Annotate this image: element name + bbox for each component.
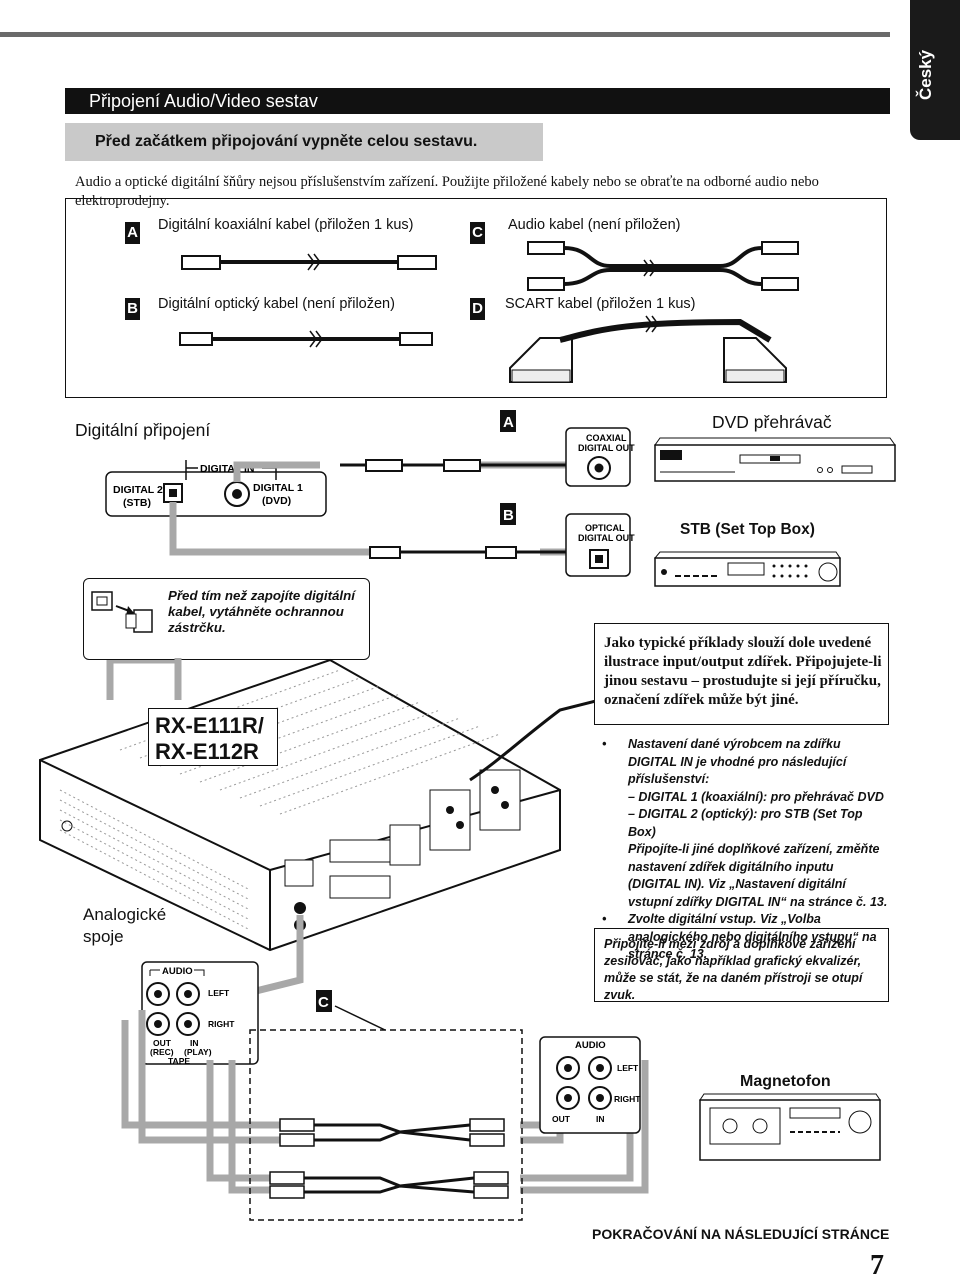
cable-c-label: Audio kabel (není přiložen) — [508, 217, 681, 233]
section-title-bar: Připojení Audio/Video sestav — [65, 88, 890, 114]
top-rule — [0, 32, 890, 37]
coaxial-cable-illustration — [181, 253, 437, 271]
digital2-label: DIGITAL 2 — [113, 484, 163, 496]
cable-types-box — [65, 198, 887, 398]
digital-connection-diagram: DIGITAL IN DIGITAL 2 (STB) DIGITAL 1 (DV… — [105, 410, 896, 700]
bullet1-line3: – DIGITAL 2 (optický): pro STB (Set Top … — [628, 807, 863, 839]
warning-box: Před začátkem připojování vypněte celou … — [65, 123, 543, 161]
protective-cap-icon — [91, 591, 153, 633]
optical-label: OPTICAL — [585, 523, 625, 533]
dvd-player-label: DVD přehrávač — [712, 412, 832, 432]
callout-b: B — [503, 507, 514, 524]
bullet2-line1: Zvolte digitální vstup. Viz „Volba analo… — [628, 912, 877, 961]
cable-c-badge: C — [470, 222, 485, 244]
analog-heading-line1: Analogické — [83, 905, 167, 924]
cable-illustrations — [179, 241, 799, 383]
tape-deck-label: Magnetofon — [740, 1073, 831, 1090]
cable-a-badge: A — [125, 222, 140, 244]
cable-b-badge: B — [125, 298, 140, 320]
coaxial-digital-out-label: DIGITAL OUT — [578, 443, 635, 453]
deck-right-label: RIGHT — [614, 1094, 641, 1104]
section-title: Připojení Audio/Video sestav — [89, 91, 318, 111]
cable-b-label: Digitální optický kabel (není přiložen) — [158, 296, 395, 312]
bullet1-line4: Připojíte-li jiné doplňkové zařízení, zm… — [628, 842, 888, 909]
receiver-right-label: RIGHT — [208, 1019, 235, 1029]
stb-illustration — [653, 551, 841, 587]
analog-heading: Analogické spoje — [83, 904, 166, 948]
tape-deck-illustration — [699, 1093, 881, 1161]
receiver-in-label: IN — [190, 1038, 199, 1048]
settings-bullets: Nastavení dané výrobcem na zdířku DIGITA… — [600, 736, 890, 964]
cable-d-badge: D — [470, 298, 485, 320]
cable-d-label: SCART kabel (přiložen 1 kus) — [505, 296, 696, 312]
model-line1: RX-E111R/ — [155, 713, 264, 738]
bullet1-line1: Nastavení dané výrobcem na zdířku DIGITA… — [628, 737, 847, 786]
callout-a: A — [503, 414, 514, 431]
model-box: RX-E111R/ RX-E112R — [148, 708, 278, 766]
bullet-digital-in: Nastavení dané výrobcem na zdířku DIGITA… — [600, 736, 890, 911]
typical-example-text: Jako typické příklady slouží dole uveden… — [604, 635, 882, 708]
language-tab: Český — [910, 0, 960, 140]
analog-connection-diagram: AUDIO LEFT RIGHT OUT (REC) IN (PLAY) TAP… — [121, 961, 881, 1221]
digital1-label: DIGITAL 1 — [253, 482, 303, 494]
receiver-left-label: LEFT — [208, 988, 230, 998]
page-number: 7 — [870, 1250, 884, 1281]
dvd-paren-label: (DVD) — [262, 495, 291, 507]
equalizer-note-box — [594, 928, 889, 1002]
model-line2: RX-E112R — [155, 739, 259, 764]
warning-text: Před začátkem připojování vypněte celou … — [95, 133, 478, 150]
callout-c: C — [318, 994, 329, 1011]
continued-footer: POKRAČOVÁNÍ NA NÁSLEDUJÍCÍ STRÁNCE — [592, 1226, 890, 1242]
receiver-play-label: (PLAY) — [184, 1047, 212, 1057]
dvd-player-illustration — [654, 437, 896, 482]
optical-digital-out-label: DIGITAL OUT — [578, 533, 635, 543]
receiver-tape-label: TAPE — [168, 1056, 190, 1066]
deck-audio-label: AUDIO — [575, 1040, 606, 1051]
analog-heading-line2: spoje — [83, 927, 124, 946]
receiver-audio-label: AUDIO — [162, 966, 193, 977]
deck-in-label: IN — [596, 1114, 605, 1124]
bullet1-line2: – DIGITAL 1 (koaxiální): pro přehrávač D… — [628, 789, 884, 804]
receiver-rec-label: (REC) — [150, 1047, 174, 1057]
audio-cable-illustration — [527, 241, 799, 291]
deck-left-label: LEFT — [617, 1063, 639, 1073]
receiver-out-label: OUT — [153, 1038, 172, 1048]
language-label: Český — [916, 49, 935, 100]
bullet-select-input: Zvolte digitální vstup. Viz „Volba analo… — [600, 911, 890, 964]
stb-label: STB (Set Top Box) — [680, 521, 815, 538]
optical-cable-illustration — [179, 330, 433, 348]
cable-a-label: Digitální koaxiální kabel (přiložen 1 ku… — [158, 217, 414, 233]
cap-note-text: Před tím než zapojíte digitální kabel, v… — [168, 588, 355, 635]
scart-cable-illustration — [509, 315, 787, 383]
intro-text: Audio a optické digitální šňůry nejsou p… — [75, 174, 819, 209]
deck-out-label: OUT — [552, 1114, 571, 1124]
stb-paren-label: (STB) — [123, 497, 151, 509]
equalizer-note: Připojíte-li mezi zdroj a doplňkové zaří… — [604, 937, 863, 1002]
coaxial-label: COAXIAL — [586, 433, 627, 443]
digital-heading: Digitální připojení — [75, 420, 211, 440]
typical-example-box — [594, 623, 889, 725]
